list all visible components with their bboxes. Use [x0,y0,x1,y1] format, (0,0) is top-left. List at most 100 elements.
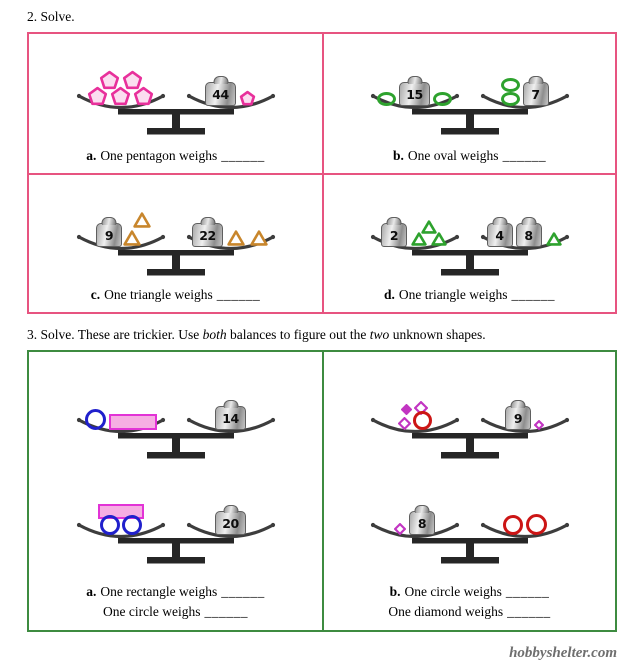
shape-stack [123,211,151,247]
section2-title: 2. Solve. [27,9,75,24]
section3-title: 3. Solve. These are trickier. Use both b… [27,327,617,343]
weight-value: 8 [417,515,427,531]
left-pan: 2 [370,219,460,247]
problem-3b-caption-line2: One diamond weighs______ [388,604,550,620]
triangle-icon [411,232,427,246]
shape-row [99,70,143,90]
problems-grid-section3: 14 20 a.One rectangle weighs______ One c… [27,350,617,632]
problem-a-caption: a.One pentagon weighs______ [86,148,265,164]
balance-stand [76,522,275,564]
circle-icon [84,409,106,430]
problem-a-cell: 44 a.One pentagon weighs______ [29,34,322,173]
problem-a-answer-blank: ______ [221,148,265,163]
weight-value: 4 [495,227,504,243]
weight-value: 20 [222,515,239,531]
left-pan: 8 [370,511,460,535]
shape-cluster [397,401,432,430]
problem-3b-letter: b. [389,584,401,599]
right-pan: 14 [186,406,276,430]
circle-icon [525,514,547,535]
shape-cluster [410,219,448,247]
weight-2: 2 [381,223,407,247]
weight-value: 15 [406,86,423,102]
weight-44: 44 [205,82,236,106]
left-pan: 15 [370,82,460,106]
weight-value: 2 [389,227,399,243]
problem-d-answer-blank: ______ [511,287,556,302]
weight-7: 7 [522,82,549,106]
pentagon-icon [239,90,256,106]
problem-b-text: One oval weighs [407,148,499,163]
pentagon-icon [99,70,119,90]
diamond-icon [394,523,406,535]
weight-value: 7 [531,86,540,102]
problem-3a-text2: One circle weighs [103,604,201,619]
balance-stand [76,93,275,135]
problem-3a-answer-blank2: ______ [204,604,248,619]
circle-icon [121,515,142,535]
weight-value: 9 [513,410,523,426]
weight-14: 14 [215,406,246,430]
balance-scale-3a-bottom: 20 [61,470,291,566]
section3-title-part2: balances to figure out the [226,327,370,342]
problem-3a-text1: One rectangle weighs [100,584,218,599]
balance-scale-a: 44 [61,41,291,137]
problem-3a-caption-line2: One circle weighs______ [103,604,248,620]
shape-row [410,231,448,247]
problem-a-text: One pentagon weighs [100,148,218,163]
right-pan: 20 [186,511,276,535]
left-pan [76,504,166,535]
weight-value: 44 [212,86,229,102]
rect-icon [108,414,157,430]
diamond-icon [534,420,544,430]
problem-3a-answer-blank1: ______ [221,584,265,599]
weight-8: 8 [515,223,542,247]
weight-8: 8 [409,511,435,535]
balance-scale-c: 9 22 [61,182,291,278]
oval-icon [500,78,520,92]
triangle-icon [250,230,268,246]
weight-value: 9 [104,227,114,243]
triangle-icon [431,232,447,246]
weight-9: 9 [96,223,122,247]
weight-value: 22 [199,227,216,243]
circle-icon [502,515,523,535]
problem-c-cell: 9 22 c.One triangle weighs______ [29,173,322,312]
oval-icon [377,92,396,106]
triangle-icon [133,212,151,228]
problem-3a-caption-line1: a.One rectangle weighs______ [86,584,265,600]
triangle-icon [421,220,437,234]
problem-d-letter: d. [383,287,395,302]
weight-value: 14 [222,410,239,426]
balance-scale-3a-top: 14 [61,365,291,461]
shape-row [99,515,142,535]
problem-b-cell: 15 7 b.One oval weighs______ [322,34,615,173]
section3-title-part1: 3. Solve. These are trickier. Use [27,327,203,342]
oval-icon [500,92,520,106]
shape-row [87,86,154,106]
weight-22: 22 [192,223,223,247]
balance-scale-3b-bottom: 8 [355,470,585,566]
circle-icon [99,515,120,535]
weight-20: 20 [215,511,246,535]
pentagon-icon [110,86,131,106]
problem-b-letter: b. [392,148,404,163]
left-pan [76,409,166,430]
right-pan: 22 [186,223,276,247]
weight-9: 9 [505,406,531,430]
shape-cluster [87,70,154,106]
problem-b-caption: b.One oval weighs______ [393,148,546,164]
problem-3b-answer-blank1: ______ [505,584,550,599]
triangle-icon [545,232,562,246]
problem-b-answer-blank: ______ [502,148,547,163]
problem-3a-cell: 14 20 a.One rectangle weighs______ One c… [29,352,322,630]
weight-4: 4 [486,223,513,247]
balance-stand [370,522,569,564]
problem-c-caption: c.One triangle weighs______ [91,287,261,303]
left-pan: 9 [76,211,166,247]
problem-3a-letter: a. [86,584,97,599]
pentagon-icon [122,70,142,90]
problem-d-caption: d.One triangle weighs______ [384,287,555,303]
left-pan [370,401,460,430]
section3-title-part3: unknown shapes. [389,327,486,342]
